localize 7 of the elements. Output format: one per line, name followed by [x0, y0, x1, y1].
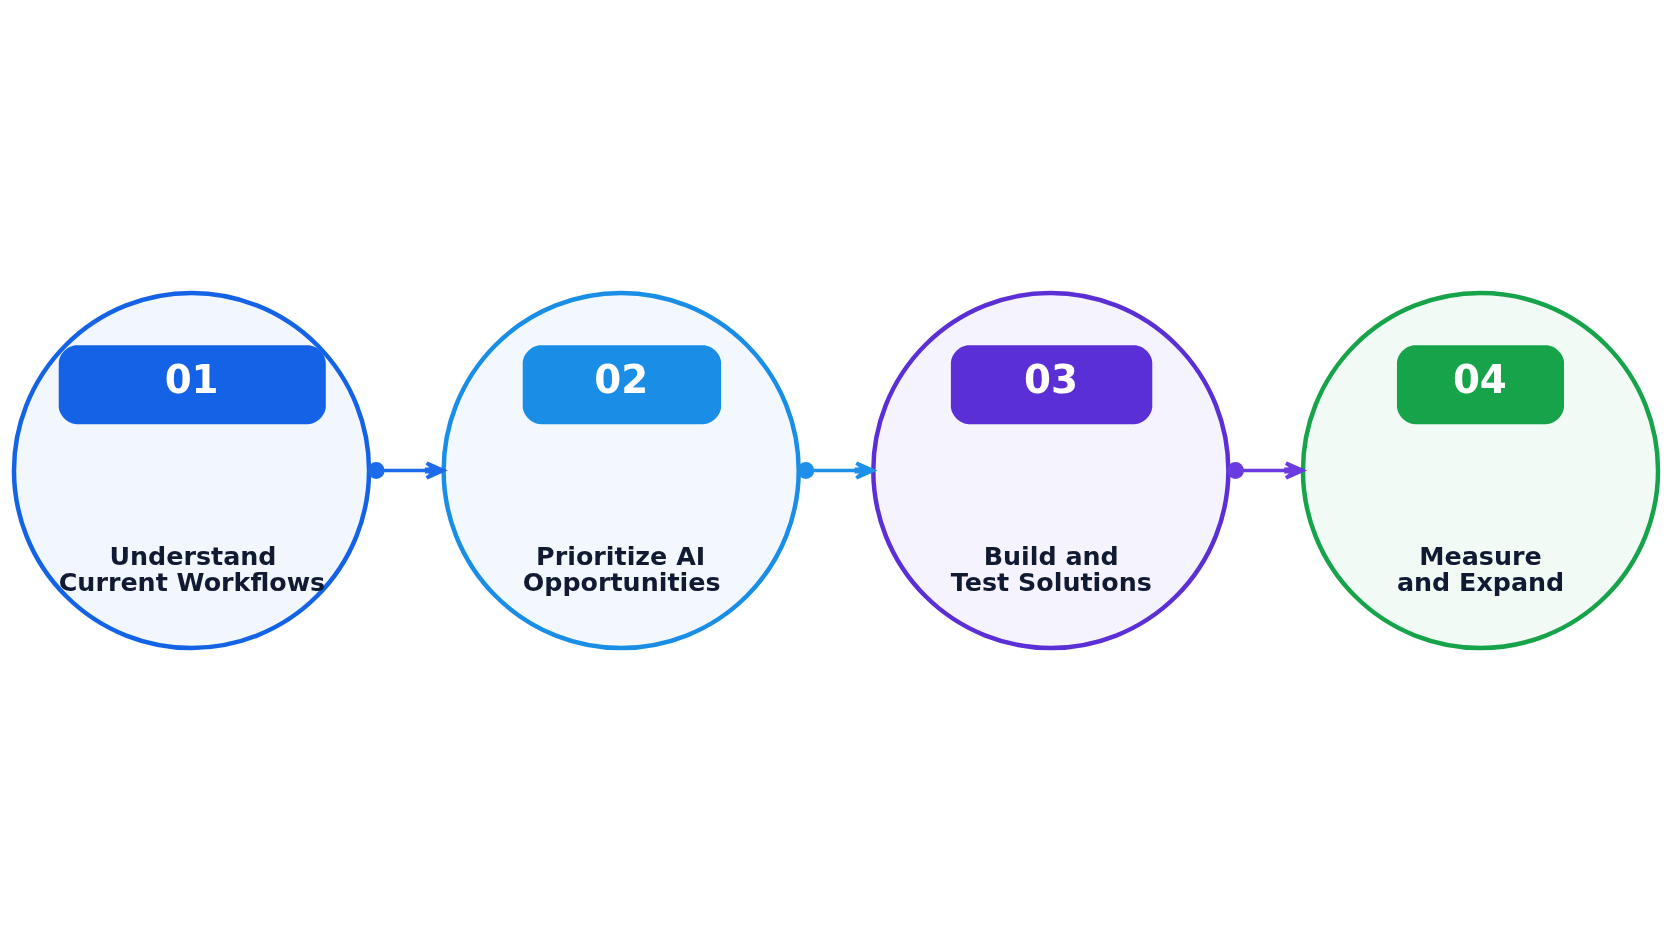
- node-circle: 03 Build and Test Solutions: [871, 290, 1231, 651]
- arrow: [797, 461, 875, 480]
- node-circle: 04 Measure and Expand: [1300, 290, 1661, 651]
- node-circle: 01 Understand Current Workflows: [11, 290, 372, 651]
- arrow: [1227, 461, 1305, 480]
- node-circle: 02 Prioritize AI Opportunities: [441, 290, 801, 651]
- arrow: [367, 461, 446, 480]
